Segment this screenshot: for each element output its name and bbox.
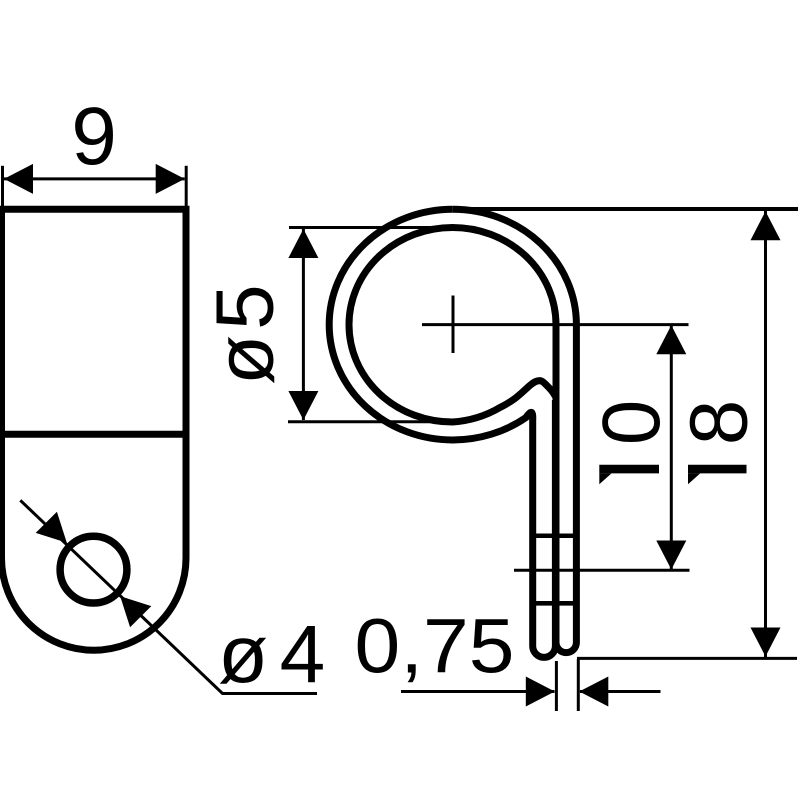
svg-text:ø5: ø5	[200, 279, 291, 385]
svg-text:0: 0	[586, 400, 677, 446]
svg-text:9: 9	[71, 91, 117, 182]
svg-text:8: 8	[674, 400, 765, 446]
svg-text:0,75: 0,75	[355, 604, 515, 690]
svg-text:ø4: ø4	[218, 609, 337, 700]
